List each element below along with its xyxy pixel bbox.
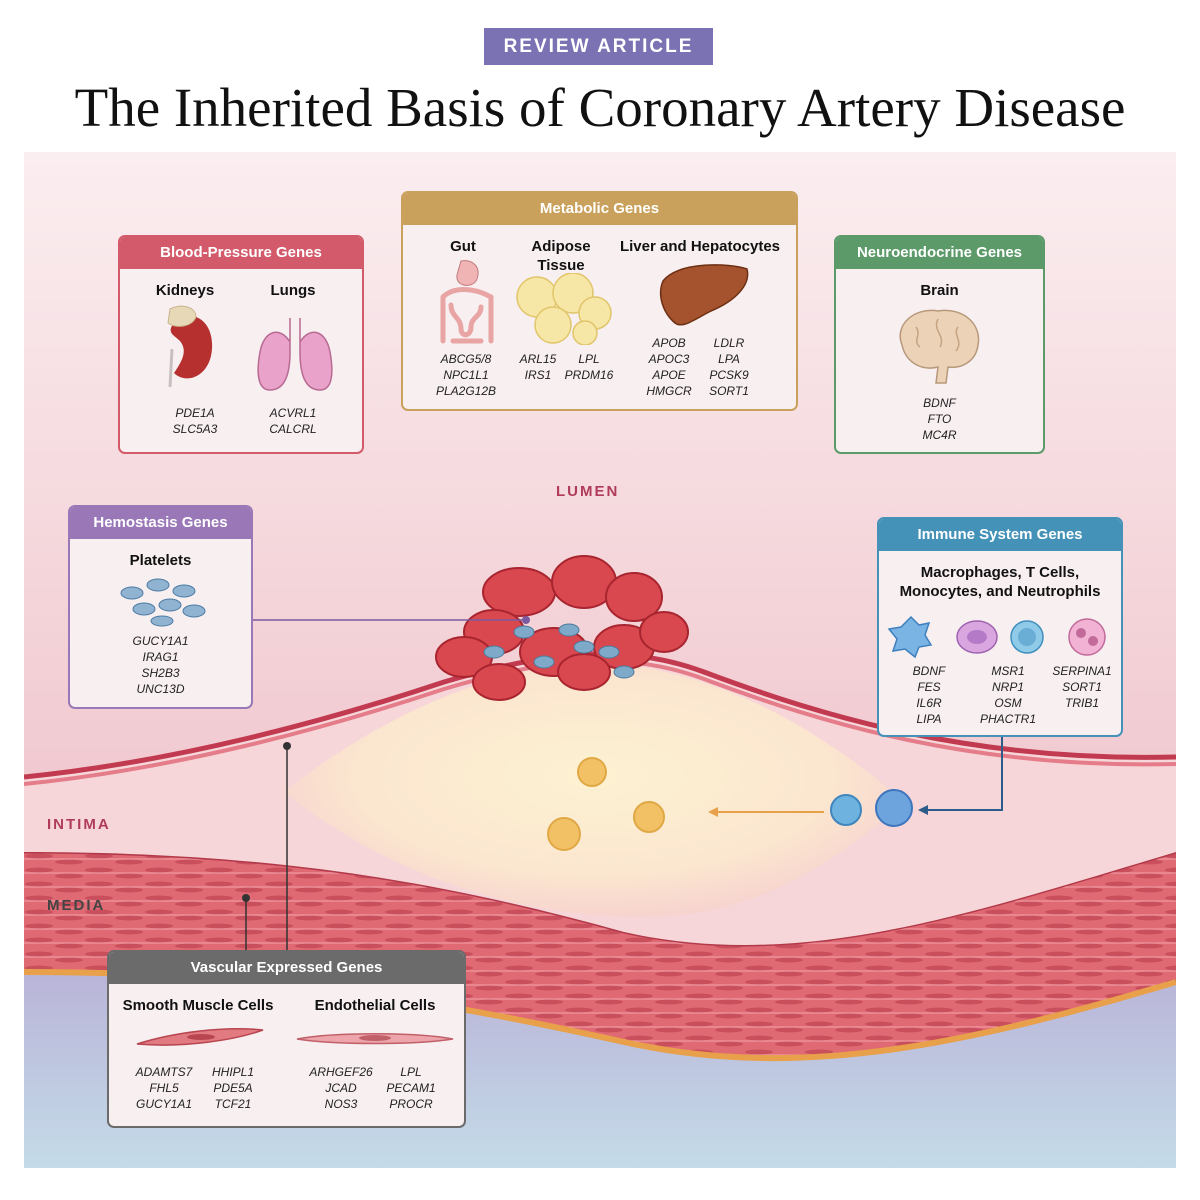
lung-gene-2: CALCRL: [269, 422, 317, 436]
platelet-gene-2: IRAG1: [142, 650, 179, 664]
immune-gene-5: MSR1: [991, 664, 1025, 678]
liver-icon: [659, 264, 749, 326]
immune-gene-2: FES: [917, 680, 941, 694]
smooth-muscle-heading: Smooth Muscle Cells: [122, 997, 274, 1014]
metabolic-genes-box: Metabolic Genes Gut Adipose Tissue Liver…: [401, 191, 798, 411]
kidney-gene-2: SLC5A3: [172, 422, 218, 436]
liver-gene-4: HMGCR: [646, 384, 692, 398]
endothelial-heading: Endothelial Cells: [314, 997, 436, 1014]
immune-system-genes-box: Immune System Genes Macrophages, T Cells…: [877, 517, 1123, 737]
vascular-expressed-genes-title: Vascular Expressed Genes: [109, 952, 464, 984]
kidney-icon: [167, 305, 213, 388]
immune-heading-line2: Monocytes, and Neutrophils: [899, 583, 1101, 600]
intima-label: INTIMA: [47, 816, 111, 833]
adipose-gene-2: IRS1: [524, 368, 552, 382]
smc-gene-6: TCF21: [214, 1097, 252, 1111]
immune-gene-9: SERPINA1: [1052, 664, 1112, 678]
immune-gene-4: LIPA: [916, 712, 942, 726]
platelet-gene-3: SH2B3: [141, 666, 180, 680]
gut-heading: Gut: [450, 238, 476, 255]
media-label: MEDIA: [47, 897, 106, 914]
lumen-label: LUMEN: [556, 483, 620, 500]
liver-gene-2: APOC3: [648, 352, 690, 366]
gut-gene-2: NPC1L1: [443, 368, 489, 382]
gut-gene-1: ABCG5/8: [440, 352, 492, 366]
immune-gene-10: SORT1: [1062, 680, 1102, 694]
liver-gene-5: LDLR: [713, 336, 745, 350]
brain-gene-2: FTO: [927, 412, 952, 426]
adipose-heading-line2: Tissue: [537, 257, 585, 274]
immune-gene-8: PHACTR1: [979, 712, 1036, 726]
liver-gene-1: APOB: [652, 336, 686, 350]
immune-gene-1: BDNF: [912, 664, 946, 678]
lung-gene-1: ACVRL1: [269, 406, 317, 420]
immune-cells-icon: [887, 615, 1106, 659]
immune-gene-11: TRIB1: [1064, 696, 1099, 710]
gut-gene-3: PLA2G12B: [435, 384, 497, 398]
lungs-icon: [257, 318, 333, 391]
blood-pressure-genes-title: Blood-Pressure Genes: [120, 237, 362, 269]
endo-gene-5: PECAM1: [386, 1081, 436, 1095]
lungs-heading: Lungs: [270, 282, 316, 299]
liver-gene-8: SORT1: [709, 384, 749, 398]
smc-gene-3: GUCY1A1: [135, 1097, 193, 1111]
platelet-gene-4: UNC13D: [136, 682, 185, 696]
neuroendocrine-genes-title: Neuroendocrine Genes: [836, 237, 1043, 269]
vascular-expressed-genes-box: Vascular Expressed Genes Smooth Muscle C…: [107, 950, 466, 1128]
platelets-icon: [120, 578, 206, 627]
immune-gene-6: NRP1: [991, 680, 1024, 694]
neuroendocrine-genes-box: Neuroendocrine Genes Brain BDNF FTO MC4R: [834, 235, 1045, 454]
brain-gene-1: BDNF: [923, 396, 956, 410]
endo-gene-2: JCAD: [325, 1081, 357, 1095]
brain-gene-3: MC4R: [922, 428, 957, 442]
brain-icon: [899, 309, 980, 384]
smc-gene-4: HHIPL1: [211, 1065, 255, 1079]
adipose-heading-line1: Adipose: [531, 238, 591, 255]
kidneys-heading: Kidneys: [155, 282, 215, 299]
endo-gene-1: ARHGEF26: [309, 1065, 373, 1079]
immune-gene-3: IL6R: [916, 696, 942, 710]
immune-system-genes-title: Immune System Genes: [879, 519, 1121, 551]
smc-gene-1: ADAMTS7: [135, 1065, 193, 1079]
liver-gene-7: PCSK9: [709, 368, 749, 382]
kidney-gene-1: PDE1A: [175, 406, 215, 420]
article-type-badge: REVIEW ARTICLE: [484, 28, 713, 65]
platelets-heading: Platelets: [129, 552, 192, 569]
page-title: The Inherited Basis of Coronary Artery D…: [74, 77, 1126, 138]
liver-heading: Liver and Hepatocytes: [619, 238, 781, 255]
adipose-gene-4: PRDM16: [564, 368, 614, 382]
endo-gene-3: NOS3: [324, 1097, 358, 1111]
smc-gene-2: FHL5: [149, 1081, 179, 1095]
endothelial-cell-icon: [296, 1033, 454, 1045]
endo-gene-4: LPL: [400, 1065, 422, 1079]
metabolic-genes-title: Metabolic Genes: [403, 193, 796, 225]
liver-gene-6: LPA: [718, 352, 740, 366]
smooth-muscle-cell-icon: [136, 1028, 264, 1046]
adipose-gene-1: ARL15: [519, 352, 557, 366]
fat-cells-icon: [516, 273, 612, 345]
adipose-gene-3: LPL: [578, 352, 600, 366]
hemostasis-genes-box: Hemostasis Genes Platelets GUCY1A1 IRAG1…: [68, 505, 253, 709]
immune-heading-line1: Macrophages, T Cells,: [920, 564, 1080, 581]
endo-gene-6: PROCR: [389, 1097, 433, 1111]
intestine-icon: [440, 260, 494, 344]
blood-pressure-genes-box: Blood-Pressure Genes Kidneys Lungs PDE1A…: [118, 235, 364, 454]
smc-gene-5: PDE5A: [213, 1081, 253, 1095]
hemostasis-genes-title: Hemostasis Genes: [70, 507, 251, 539]
platelet-gene-1: GUCY1A1: [132, 634, 189, 648]
immune-gene-7: OSM: [994, 696, 1022, 710]
brain-heading: Brain: [920, 282, 959, 299]
liver-gene-3: APOE: [652, 368, 686, 382]
